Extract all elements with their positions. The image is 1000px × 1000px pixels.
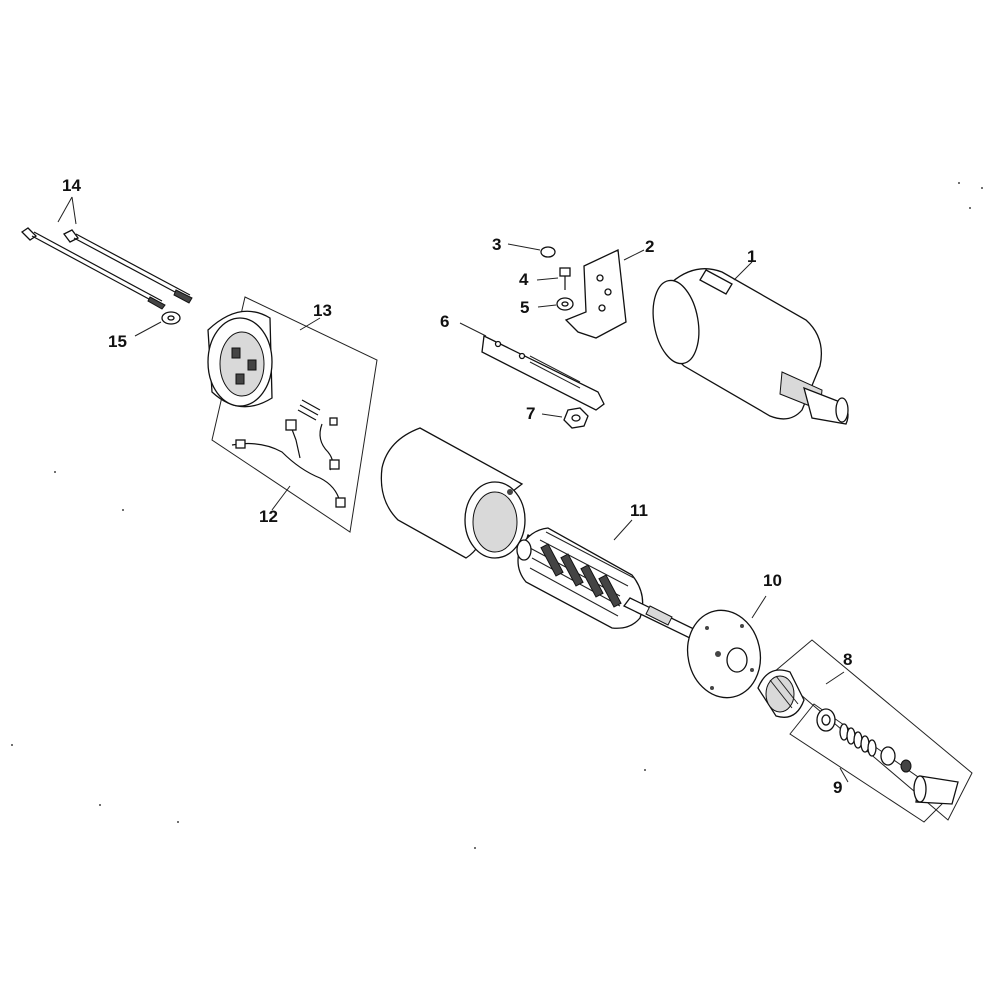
part-15-washer: [134, 311, 181, 337]
part-4-bolt: [536, 267, 571, 290]
callout-2: 2: [645, 237, 655, 256]
part-9-drive-components: [789, 703, 959, 823]
part-11-armature: [516, 519, 701, 641]
part-14-through-bolts: [20, 196, 193, 310]
callout-12: 12: [259, 507, 278, 526]
callout-1: 1: [747, 247, 757, 266]
callout-14: 14: [62, 176, 81, 195]
part-1-starter-motor: [652, 261, 849, 425]
callout-10: 10: [763, 571, 782, 590]
part-6-support-strap: [459, 322, 605, 411]
part-3-screw: [507, 243, 556, 258]
callout-4: 4: [519, 270, 529, 289]
callout-11: 11: [630, 501, 648, 520]
part-2-bracket: [564, 249, 645, 339]
part-8-drive-assembly: [757, 639, 973, 821]
part-13-end-cap: [207, 296, 378, 533]
part-10-end-plate: [686, 595, 767, 699]
part-12-brush-harness: [231, 399, 346, 511]
callout-6: 6: [440, 312, 450, 331]
callout-9: 9: [833, 778, 843, 797]
callout-3: 3: [492, 235, 502, 254]
scan-specks: [11, 182, 983, 849]
callout-7: 7: [526, 404, 536, 423]
motor-frame-shell: [380, 427, 526, 559]
callout-5: 5: [520, 298, 530, 317]
callout-8: 8: [843, 650, 853, 669]
callout-13: 13: [313, 301, 332, 320]
part-7-nut: [541, 407, 589, 429]
part-5-washer: [537, 297, 574, 311]
callout-15: 15: [108, 332, 127, 351]
